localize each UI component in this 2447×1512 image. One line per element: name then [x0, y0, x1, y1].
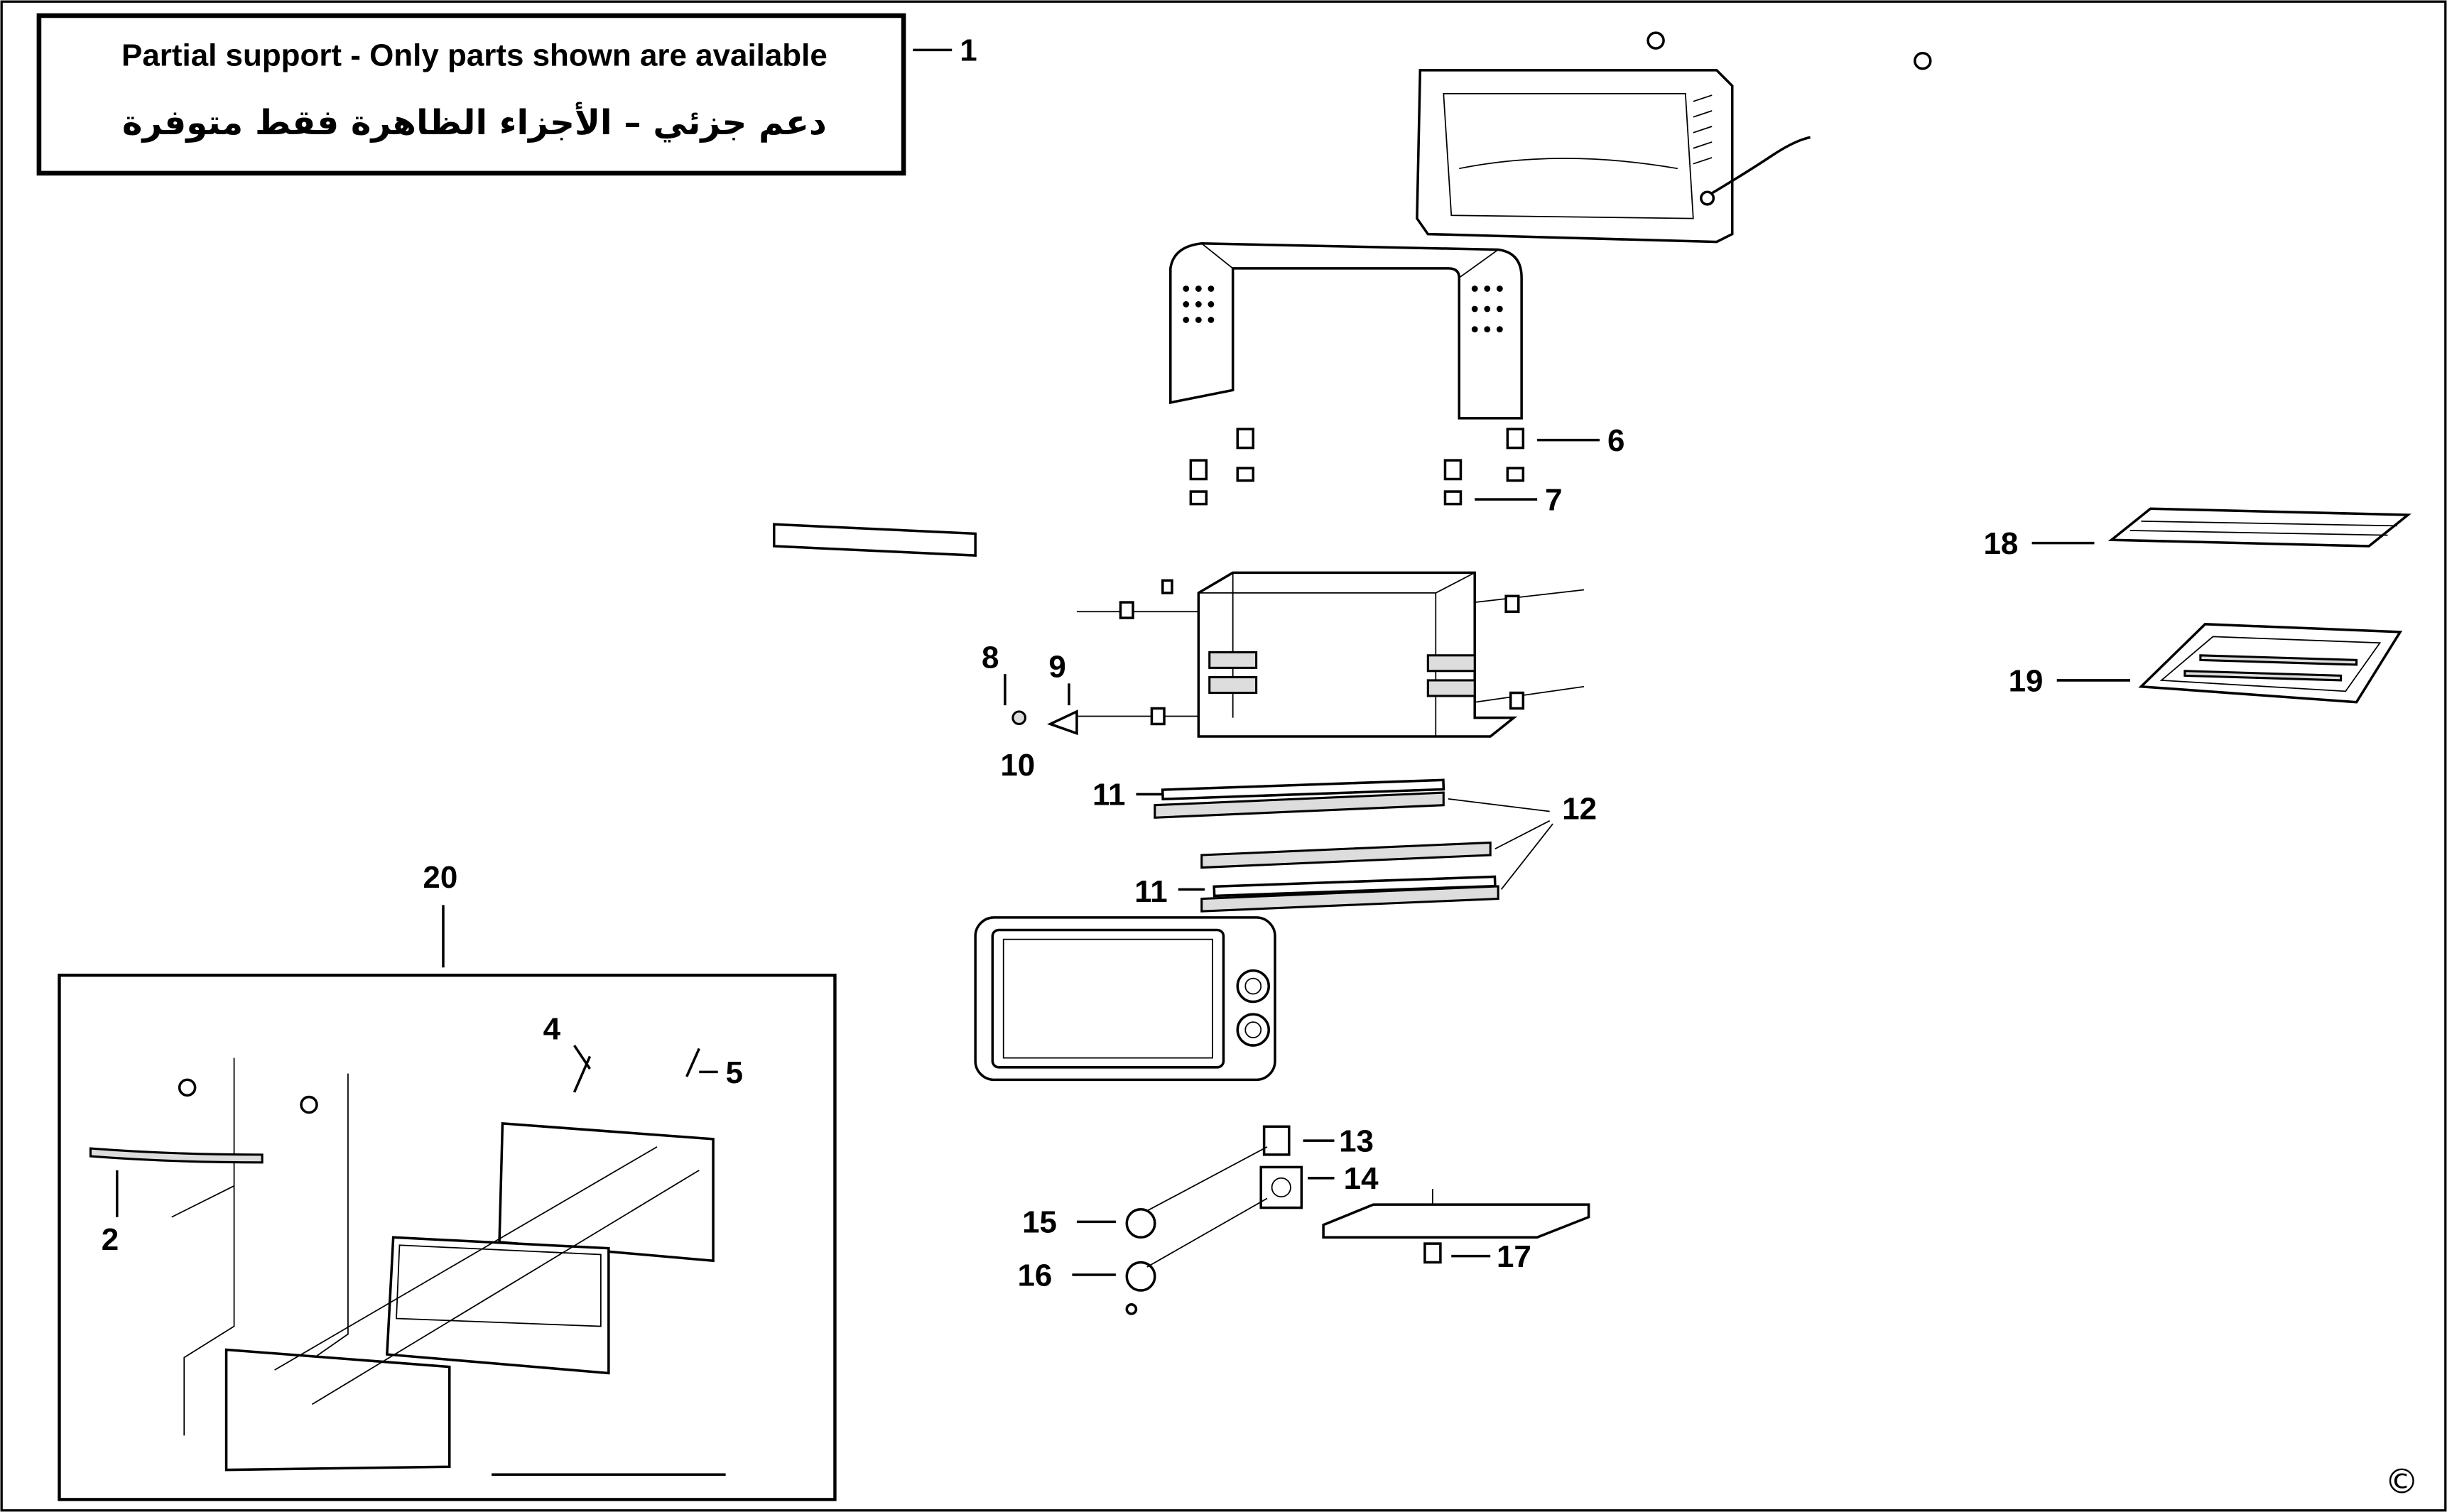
heating-elements: [1154, 778, 1499, 913]
wire-rack: [2107, 507, 2411, 548]
part-label-5: 5: [726, 1055, 743, 1090]
base-plate: [1322, 1189, 1590, 1264]
part-label-16: 16: [1017, 1258, 1052, 1293]
part-label-8: 8: [982, 640, 999, 675]
part-label-10: 10: [1000, 748, 1035, 783]
door-assembly: [58, 973, 837, 1501]
back-panel: [1416, 31, 1932, 244]
copyright-mark: ©: [2384, 1462, 2419, 1502]
part-label-9: 9: [1048, 650, 1065, 685]
part-label-18: 18: [1983, 526, 2018, 561]
part-label-14: 14: [1344, 1161, 1379, 1196]
part-label-6: 6: [1607, 423, 1624, 458]
part-label-17: 17: [1497, 1239, 1531, 1274]
part-label-11-lower: 11: [1134, 874, 1167, 909]
part-label-15: 15: [1022, 1205, 1057, 1240]
part-label-11-upper: 11: [1092, 778, 1125, 812]
part-label-2: 2: [102, 1222, 119, 1257]
notice-box: Partial support - Only parts shown are a…: [36, 13, 906, 176]
outer-housing: [1169, 242, 1523, 420]
part-label-7: 7: [1545, 482, 1562, 517]
controls: [1125, 1125, 1303, 1315]
notice-english: Partial support - Only parts shown are a…: [121, 38, 828, 72]
baking-tray: [2138, 623, 2403, 704]
trim-bar: [772, 523, 977, 558]
part-label-13: 13: [1339, 1124, 1374, 1158]
part-label-20: 20: [423, 860, 457, 895]
part-label-4: 4: [543, 1011, 561, 1046]
oven-front: [974, 916, 1276, 1082]
part-label-19: 19: [2009, 663, 2044, 698]
part-label-12: 12: [1562, 791, 1597, 826]
thermostat-parts: [1011, 709, 1078, 736]
feet: [1189, 428, 1525, 506]
notice-arabic: دعم جزئي – الأجزاء الظاهرة فقط متوفرة: [122, 102, 827, 143]
part-label-1: 1: [960, 33, 977, 68]
inner-chassis: [1076, 571, 1585, 738]
